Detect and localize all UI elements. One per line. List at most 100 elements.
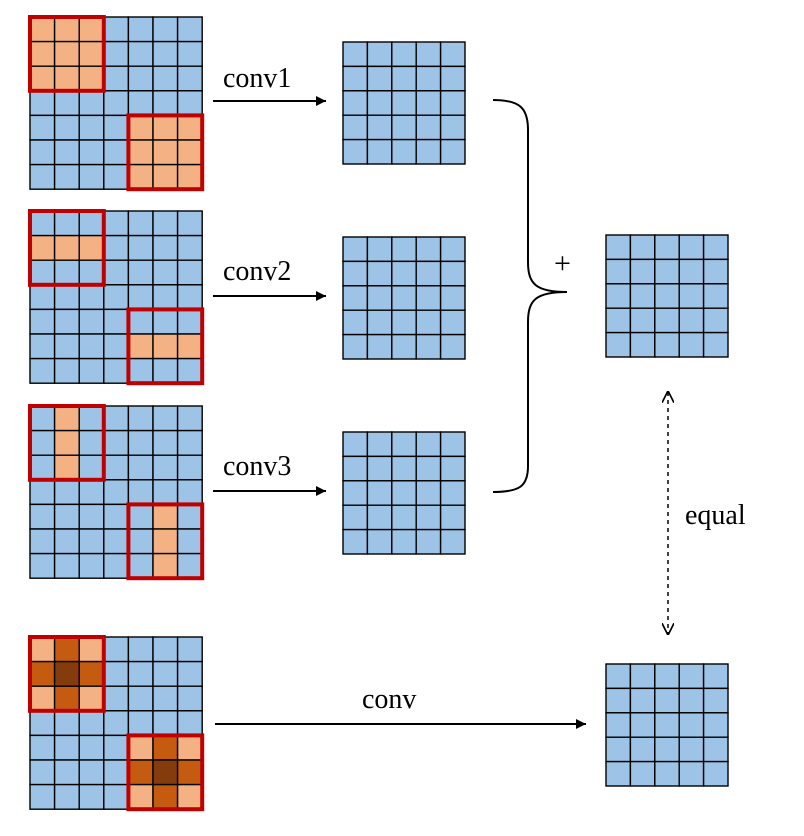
grid-cell bbox=[78, 552, 105, 579]
grid-cell bbox=[342, 260, 369, 287]
grid-cell bbox=[366, 455, 393, 482]
grid-cell bbox=[103, 114, 130, 141]
grid-cell bbox=[29, 114, 56, 141]
grid-cell bbox=[366, 65, 393, 92]
grid-cell bbox=[78, 259, 105, 286]
grid-cell bbox=[29, 660, 56, 687]
grid-cell bbox=[78, 163, 105, 190]
grid-cell bbox=[176, 16, 203, 43]
grid-cell bbox=[629, 258, 656, 285]
grid-cell bbox=[29, 90, 56, 117]
grid-cell bbox=[152, 163, 179, 190]
grid-cell bbox=[78, 357, 105, 384]
grid-cell bbox=[176, 163, 203, 190]
grid-cell bbox=[103, 552, 130, 579]
grid-cell bbox=[29, 284, 56, 311]
grid-cell bbox=[439, 138, 466, 165]
grid-cell bbox=[29, 163, 56, 190]
grid-cell bbox=[103, 284, 130, 311]
grid-cell bbox=[342, 333, 369, 360]
grid-cell bbox=[391, 480, 417, 506]
grid-cell bbox=[176, 40, 203, 67]
grid-cell bbox=[678, 712, 705, 738]
grid-cell bbox=[439, 285, 466, 311]
kernel-window-conv1-bottom-right bbox=[126, 113, 205, 192]
grid-cell bbox=[391, 528, 417, 555]
grid-cell bbox=[127, 234, 154, 261]
grid-cell bbox=[176, 636, 203, 663]
grid-cell bbox=[127, 660, 154, 687]
grid-cell bbox=[103, 783, 130, 810]
sum-brace bbox=[492, 99, 568, 493]
grid-cell bbox=[78, 234, 105, 261]
grid-cell bbox=[127, 163, 154, 190]
grid-cell bbox=[78, 528, 105, 555]
grid-cell bbox=[127, 259, 154, 286]
grid-cell bbox=[127, 454, 154, 481]
grid-cell bbox=[29, 759, 56, 786]
output-grid-conv3 bbox=[342, 431, 466, 555]
grid-cell bbox=[53, 479, 80, 506]
grid-cell bbox=[152, 65, 179, 92]
grid-cell bbox=[103, 710, 130, 737]
grid-cell bbox=[605, 736, 632, 763]
grid-cell bbox=[29, 552, 56, 579]
grid-cell bbox=[439, 236, 466, 263]
grid-cell bbox=[176, 114, 203, 141]
grid-cell bbox=[152, 139, 179, 166]
grid-cell bbox=[439, 480, 466, 506]
grid-cell bbox=[29, 357, 56, 384]
grid-cell bbox=[439, 309, 466, 336]
grid-cell bbox=[415, 236, 442, 263]
grid-cell bbox=[629, 736, 656, 763]
grid-cell bbox=[29, 40, 56, 67]
grid-cell bbox=[439, 431, 466, 458]
grid-cell bbox=[702, 258, 729, 285]
grid-cell bbox=[176, 710, 203, 737]
grid-cell bbox=[629, 283, 656, 309]
grid-cell bbox=[127, 528, 154, 555]
grid-cell bbox=[176, 429, 203, 456]
grid-cell bbox=[103, 357, 130, 384]
grid-cell bbox=[391, 41, 417, 68]
grid-cell bbox=[629, 307, 656, 334]
grid-cell bbox=[127, 308, 154, 335]
grid-cell bbox=[78, 16, 105, 43]
grid-cell bbox=[103, 759, 130, 786]
label-conv: conv bbox=[362, 684, 416, 715]
grid-cell bbox=[415, 90, 442, 116]
grid-cell bbox=[29, 16, 56, 43]
grid-cell bbox=[654, 331, 680, 358]
grid-cell bbox=[678, 307, 705, 334]
grid-cell bbox=[366, 41, 393, 68]
kernel-window-conv3-top-left bbox=[28, 404, 106, 482]
grid-cell bbox=[29, 528, 56, 555]
grid-cell bbox=[439, 504, 466, 531]
grid-cell bbox=[176, 259, 203, 286]
grid-cell bbox=[629, 234, 656, 261]
grid-cell bbox=[152, 405, 179, 432]
grid-cell bbox=[366, 138, 393, 165]
grid-cell bbox=[176, 479, 203, 506]
grid-cell bbox=[78, 308, 105, 335]
grid-cell bbox=[439, 333, 466, 360]
grid-cell bbox=[29, 259, 56, 286]
grid-cell bbox=[29, 503, 56, 530]
grid-cell bbox=[702, 663, 729, 690]
grid-cell bbox=[78, 710, 105, 737]
grid-cell bbox=[29, 783, 56, 810]
grid-cell bbox=[415, 309, 442, 336]
grid-cell bbox=[127, 210, 154, 237]
grid-cell bbox=[78, 405, 105, 432]
grid-cell bbox=[152, 503, 179, 530]
grid-cell bbox=[29, 710, 56, 737]
grid-cell bbox=[29, 210, 56, 237]
grid-cell bbox=[176, 759, 203, 786]
grid-cell bbox=[366, 333, 393, 360]
grid-cell bbox=[678, 283, 705, 309]
grid-cell bbox=[439, 260, 466, 287]
grid-cell bbox=[127, 759, 154, 786]
grid-cell bbox=[78, 503, 105, 530]
grid-cell bbox=[53, 114, 80, 141]
grid-cell bbox=[29, 454, 56, 481]
